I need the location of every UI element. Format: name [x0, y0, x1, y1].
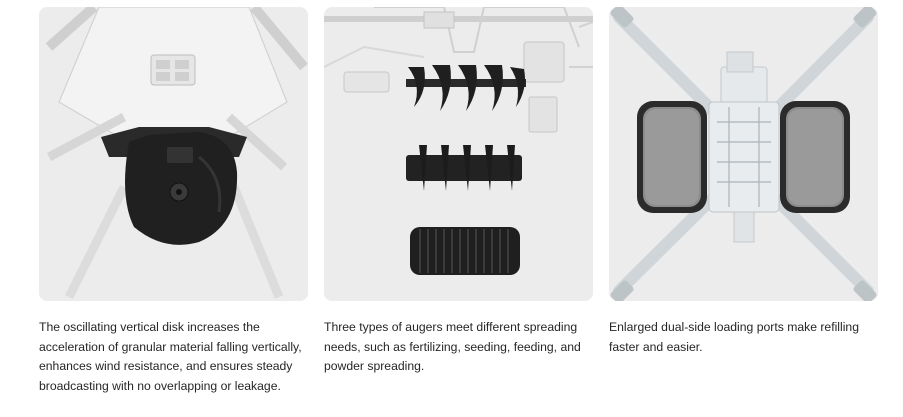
feature-caption-augers: Three types of augers meet different spr…	[324, 320, 581, 374]
feature-card-vertical-disk	[39, 7, 308, 301]
feature-card-augers	[324, 7, 593, 301]
feature-card-loading-ports	[609, 7, 878, 301]
feature-image-panel	[39, 7, 308, 301]
feature-caption-vertical-disk: The oscillating vertical disk increases …	[39, 320, 302, 393]
spreading-augers-icon	[324, 7, 593, 275]
feature-caption-loading-ports: Enlarged dual-side loading ports make re…	[609, 320, 859, 354]
feature-image-panel	[609, 7, 878, 301]
vertical-disk-spreader-icon	[45, 7, 308, 300]
dual-side-loading-ports-icon	[610, 7, 877, 301]
feature-image-panel	[324, 7, 593, 301]
